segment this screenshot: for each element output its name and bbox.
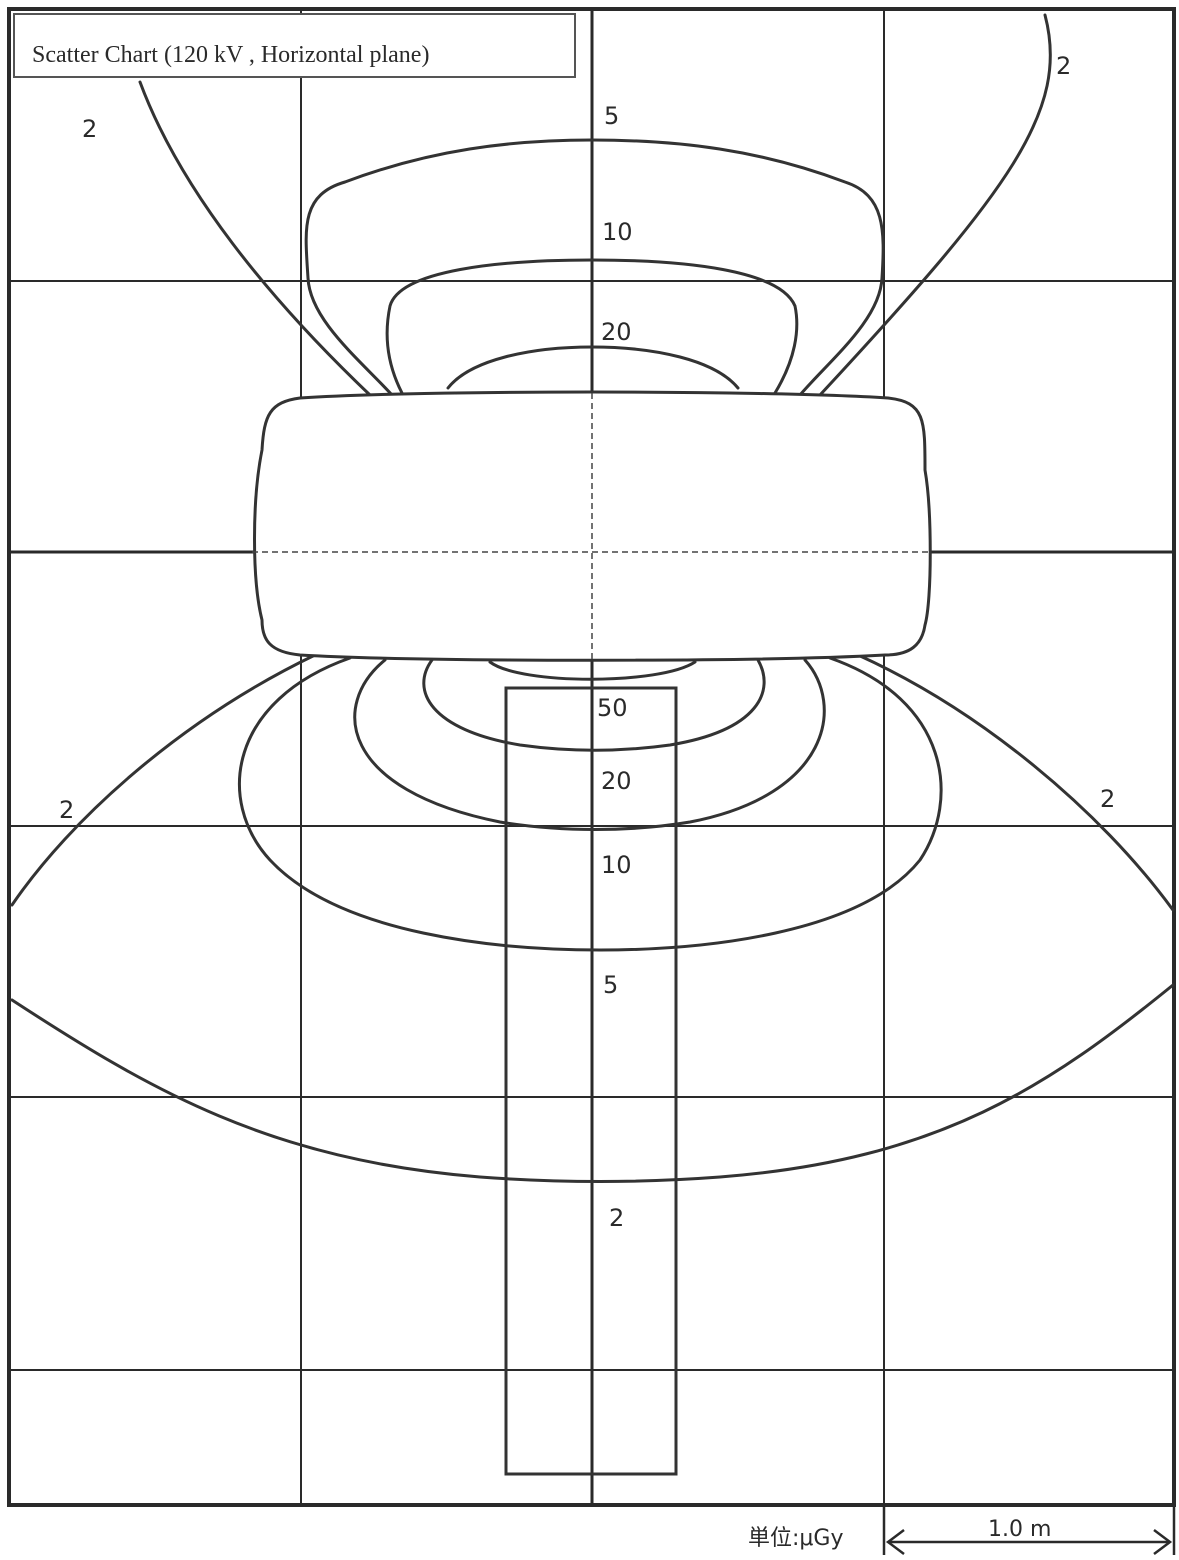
contour-2-left-arc xyxy=(10,653,317,907)
label-top-right-2: 2 xyxy=(1056,52,1071,80)
patient-couch xyxy=(504,686,678,1476)
contour-bottom-20 xyxy=(422,658,766,752)
label-top-20: 20 xyxy=(601,318,632,346)
title-box: Scatter Chart (120 kV , Horizontal plane… xyxy=(13,13,576,78)
label-bottom-20: 20 xyxy=(601,767,632,795)
contour-bottom-5 xyxy=(238,656,943,952)
label-top-10: 10 xyxy=(602,218,633,246)
label-left-2: 2 xyxy=(59,796,74,824)
gantry-body xyxy=(252,390,932,662)
contour-2-right-arc xyxy=(856,653,1175,912)
label-bottom-50: 50 xyxy=(597,694,628,722)
label-top-left-2: 2 xyxy=(82,115,97,143)
label-bottom-2: 2 xyxy=(609,1204,624,1232)
chart-title: Scatter Chart (120 kV , Horizontal plane… xyxy=(32,42,429,68)
unit-label: 単位:μGy xyxy=(748,1526,843,1551)
contour-bottom-10 xyxy=(353,658,826,831)
contour-top-10 xyxy=(385,258,799,395)
scale-label: 1.0 m xyxy=(988,1517,1051,1542)
contour-top-20 xyxy=(446,345,740,390)
label-right-2: 2 xyxy=(1100,785,1115,813)
label-bottom-10: 10 xyxy=(601,851,632,879)
contour-bottom-50 xyxy=(488,660,697,681)
contour-top-2-right xyxy=(818,13,1052,397)
contour-bottom-2 xyxy=(10,983,1175,1183)
contour-top-2-left xyxy=(138,80,372,397)
grid xyxy=(9,9,1174,1505)
label-bottom-5: 5 xyxy=(603,971,618,999)
contour-labels: 2 2 5 10 20 50 20 10 5 2 2 2 xyxy=(59,52,1115,1232)
label-top-5: 5 xyxy=(604,102,619,130)
contour-top-5 xyxy=(304,138,885,397)
scale-bar xyxy=(882,1505,1176,1555)
contours xyxy=(10,13,1175,1183)
